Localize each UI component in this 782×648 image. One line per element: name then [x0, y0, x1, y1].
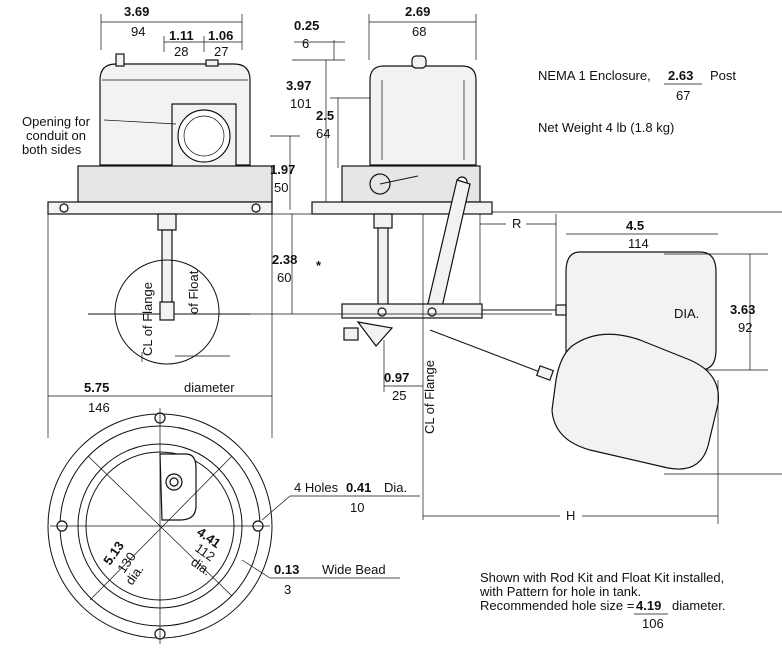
holes-leader — [261, 495, 291, 521]
note-enclosure: NEMA 1 Enclosure, — [538, 68, 651, 83]
dim-float-length-in: 4.5 — [626, 218, 644, 233]
mounting-flange — [47, 201, 273, 215]
bracket-hole — [377, 307, 387, 317]
float-tilted — [551, 333, 720, 470]
flange-bolt-right — [251, 203, 261, 213]
diag-dim-2 — [89, 455, 233, 601]
holes-suffix: Dia. — [384, 480, 407, 495]
enclosure-base — [77, 165, 273, 203]
dim-base-height-mm: 50 — [274, 180, 288, 195]
dim-conduit-b-mm: 27 — [214, 44, 228, 59]
conduit-leader — [103, 119, 177, 125]
dim-flange-dia-mm: 146 — [88, 400, 110, 415]
float-stem — [555, 304, 567, 316]
dim-post-height-in: 2.5 — [316, 108, 334, 123]
dim-flange-dia-in: 5.75 — [84, 380, 109, 395]
side-bushing — [373, 213, 393, 229]
conduit-label-line2: conduit on — [26, 128, 86, 143]
lower-clamp — [356, 321, 394, 347]
side-enclosure — [369, 65, 477, 166]
set-screw — [343, 327, 359, 341]
note-post-suffix: Post — [710, 68, 736, 83]
float-circle — [114, 259, 220, 365]
cl-flange-label-side: CL of Flange — [422, 360, 437, 434]
dim-overall-width-in: 3.69 — [124, 4, 149, 19]
dim-post-offset-in: 0.25 — [294, 18, 319, 33]
conduit-inner — [183, 115, 225, 157]
dim-flange-float-in: 2.38 — [272, 252, 297, 267]
conduit-opening — [177, 109, 231, 163]
of-float-label: of Float — [186, 270, 201, 314]
flange-bolt-left — [59, 203, 69, 213]
h-label: H — [566, 508, 575, 523]
dim-base-height-in: 1.97 — [270, 162, 295, 177]
rod-bracket — [341, 303, 483, 319]
bead-suffix: Wide Bead — [322, 562, 386, 577]
rod-hole-center — [169, 477, 179, 487]
dim-enclosure-height-mm: 101 — [290, 96, 312, 111]
note-recommended-suffix: diameter. — [672, 598, 725, 613]
center-dimensions: 0.25 6 3.97 101 2.5 64 1.97 50 2.38 60 * — [270, 18, 370, 314]
dim-float-dia-in: 3.63 — [730, 302, 755, 317]
dim-enclosure-depth-in: 2.69 — [405, 4, 430, 19]
float-rod-tilted — [429, 329, 541, 373]
rod — [161, 229, 173, 315]
dim-float-length-mm: 114 — [628, 236, 649, 251]
float-tilted-stem — [535, 365, 555, 381]
dim-enclosure-height-in: 3.97 — [286, 78, 311, 93]
holes-prefix: 4 Holes — [294, 480, 339, 495]
dim-flange-rod-in: 0.97 — [384, 370, 409, 385]
dim-flange-rod-mm: 25 — [392, 388, 406, 403]
rod-bushing — [157, 213, 177, 231]
side-flange — [311, 201, 493, 215]
note-recommended: Recommended hole size = — [480, 598, 634, 613]
dim-float-dia-mm: 92 — [738, 320, 752, 335]
cover-tab — [205, 59, 219, 67]
dim-post-offset-mm: 6 — [302, 36, 309, 51]
note-post-in: 2.63 — [668, 68, 693, 83]
diameter-label: diameter — [184, 380, 235, 395]
bracket-hole — [427, 307, 437, 317]
side-view: 2.69 68 CL of Flange 0.97 25 — [250, 4, 556, 520]
dim-overall-width-mm: 94 — [131, 24, 145, 39]
r-label: R — [512, 216, 521, 231]
dim-flange-float-mm: 60 — [277, 270, 291, 285]
conduit-label-line3: both sides — [22, 142, 82, 157]
front-view: CL of Flange of Float — [47, 53, 273, 365]
switch-arm — [379, 175, 419, 185]
note-net-weight: Net Weight 4 lb (1.8 kg) — [538, 120, 674, 135]
front-top-dimensions: 3.69 94 1.11 28 1.06 27 Opening for cond… — [22, 4, 243, 157]
dim-hole-size-in: 0.41 — [346, 480, 371, 495]
bead-leader — [241, 559, 271, 579]
cl-flange-label-front: CL of Flange — [140, 282, 155, 356]
side-post — [411, 55, 427, 69]
note-shown-1: Shown with Rod Kit and Float Kit install… — [480, 570, 724, 585]
dia-label: DIA. — [674, 306, 699, 321]
dim-bead-in: 0.13 — [274, 562, 299, 577]
note-shown-2: with Pattern for hole in tank. — [479, 584, 641, 599]
note-hole-mm: 106 — [642, 616, 664, 631]
notes: NEMA 1 Enclosure, 2.63 67 Post Net Weigh… — [479, 68, 736, 631]
conduit-label-line1: Opening for — [22, 114, 91, 129]
dim-conduit-a-in: 1.11 — [169, 28, 194, 43]
dim-post-height-mm: 64 — [316, 126, 330, 141]
dim-enclosure-depth-mm: 68 — [412, 24, 426, 39]
rod-clamp — [159, 301, 175, 321]
flange-view: 5.75 146 diameter 5.13 130 dia. 4.41 112… — [47, 214, 420, 644]
asterisk: * — [316, 258, 322, 273]
note-hole-in: 4.19 — [636, 598, 661, 613]
dim-conduit-b-in: 1.06 — [208, 28, 233, 43]
cover-post — [115, 53, 125, 67]
dim-bead-mm: 3 — [284, 582, 291, 597]
dim-hole-size-mm: 10 — [350, 500, 364, 515]
dim-conduit-a-mm: 28 — [174, 44, 188, 59]
float-view: R 4.5 114 DIA. 3.63 92 H — [423, 211, 782, 524]
diag-dim-1 — [87, 455, 233, 597]
note-post-mm: 67 — [676, 88, 690, 103]
side-rod — [377, 227, 389, 309]
